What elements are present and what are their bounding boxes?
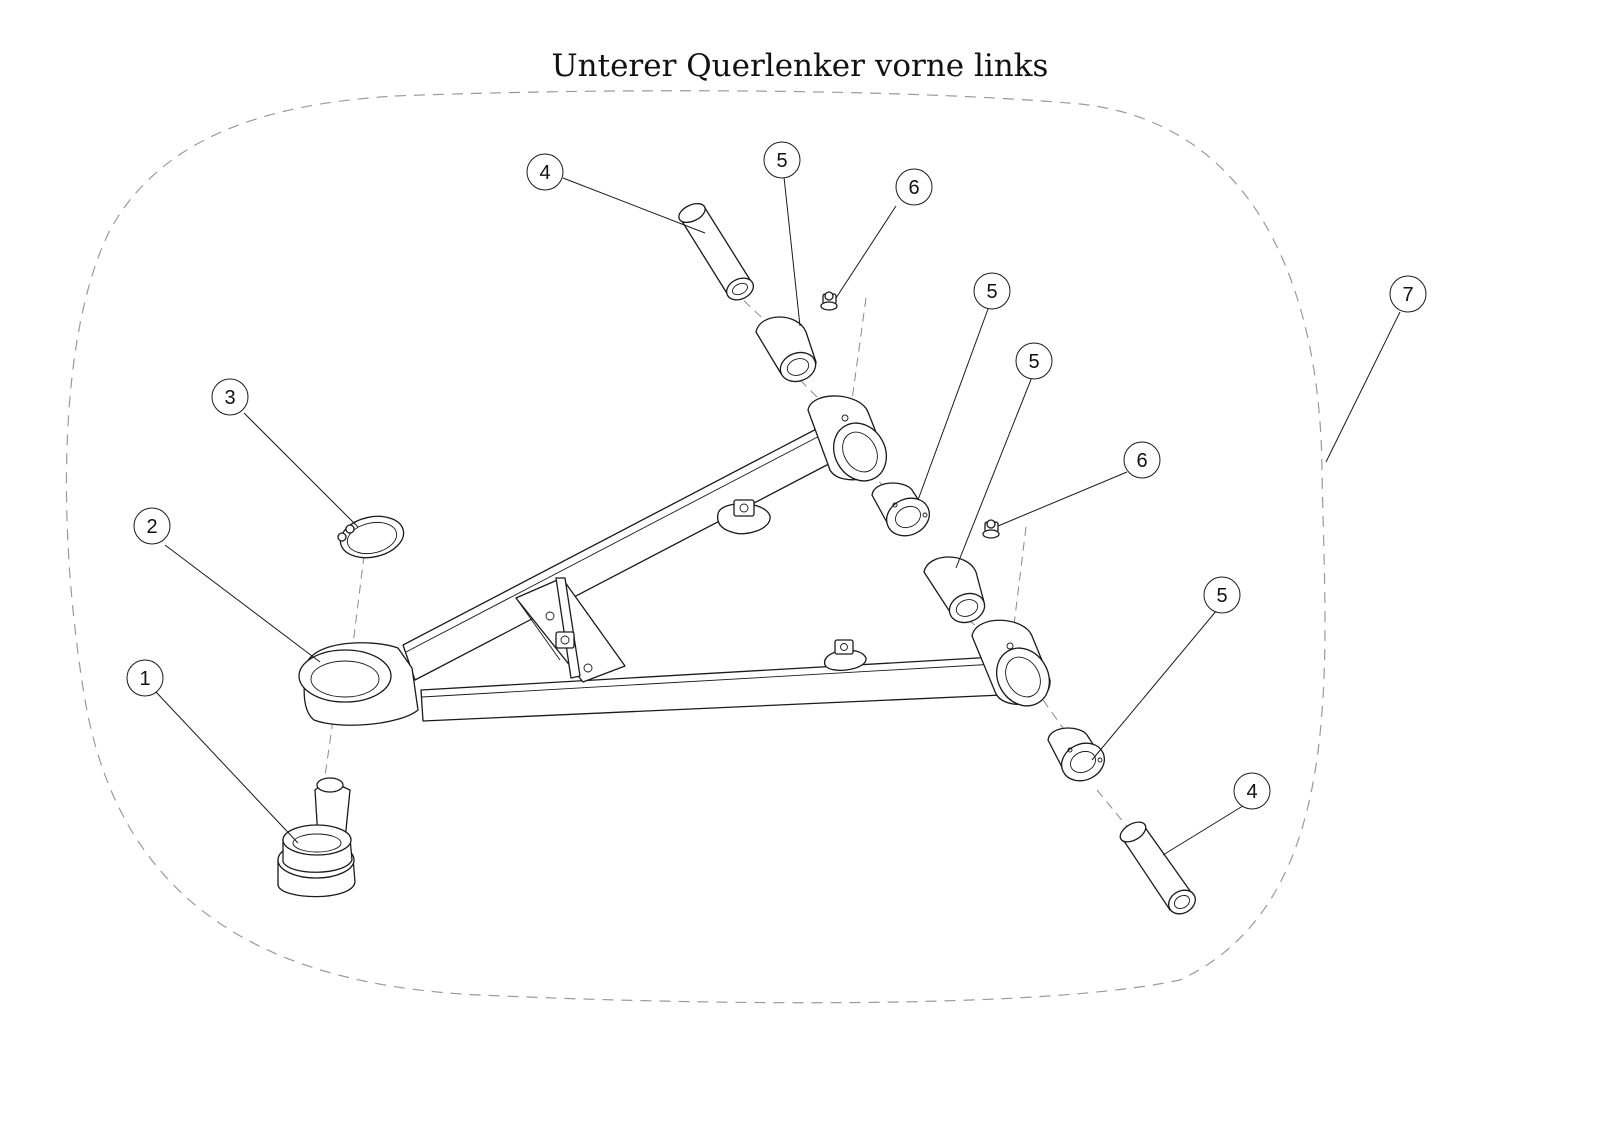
callout-2-number: 2 [146,516,157,538]
assembly-axes [322,279,1131,831]
callout-7: 7 [1389,275,1427,313]
callout-6-upper: 6 [895,168,933,206]
callout-5-c-number: 5 [1028,351,1039,373]
callout-1-number: 1 [139,668,150,690]
callout-5-c: 5 [1015,342,1053,380]
leader-lines [155,176,1401,856]
callout-4-lower-number: 4 [1246,781,1257,803]
bushing-upper-a [755,316,817,383]
diagram-title: Unterer Querlenker vorne links [552,48,1049,84]
callout-5-d: 5 [1203,576,1241,614]
callout-6-upper-number: 6 [908,177,919,199]
circlip [337,515,405,559]
callout-5-d-number: 5 [1216,585,1227,607]
callout-6-lower: 6 [1123,441,1161,479]
callout-7-number: 7 [1402,284,1413,306]
callout-2: 2 [133,507,171,545]
bushing-lower-b [1047,727,1105,782]
grease-nipple-upper [820,291,838,311]
callout-5-b: 5 [973,272,1011,310]
callout-5-a-number: 5 [776,150,787,172]
callout-1: 1 [126,659,164,697]
control-arm-frame [298,395,1051,726]
callout-6-lower-number: 6 [1136,450,1147,472]
callout-5-b-number: 5 [986,281,997,303]
grease-nipple-lower [982,519,1000,539]
assembly-boundary [65,90,1326,1004]
bushing-upper-b [871,482,930,537]
callout-4-upper: 4 [526,153,564,191]
bushing-lower-a [923,556,986,624]
pin-lower [1119,821,1196,915]
pin-upper [678,202,755,301]
callout-4-upper-number: 4 [539,162,550,184]
ball-joint [277,777,356,898]
callout-4-lower: 4 [1233,772,1271,810]
callout-5-a: 5 [763,141,801,179]
callout-3: 3 [211,378,249,416]
callout-3-number: 3 [224,387,235,409]
